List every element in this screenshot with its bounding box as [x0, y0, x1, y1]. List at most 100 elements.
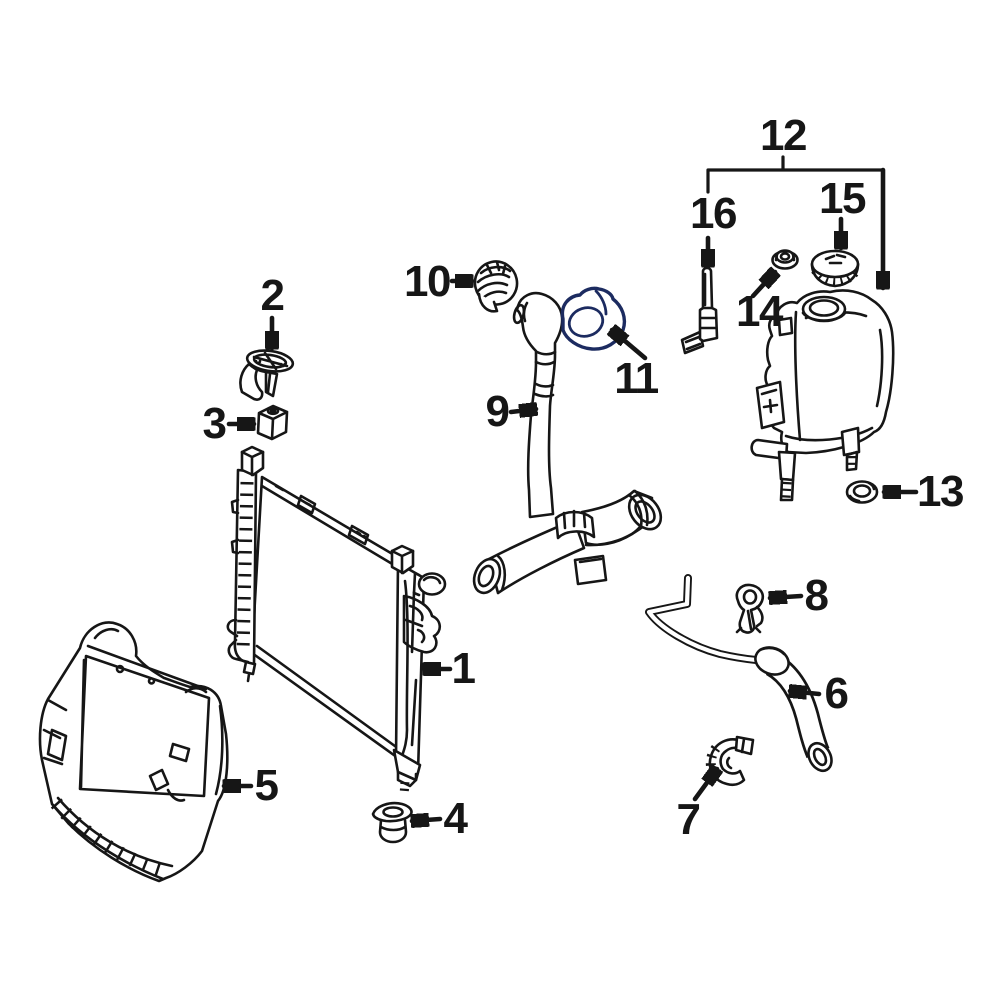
grommet-flange [371, 801, 413, 823]
radiator-bottom-foot-detail [396, 770, 418, 788]
clamp11-band-opening [567, 306, 605, 338]
hose6-end-inner [812, 747, 828, 767]
tank-left-pocket-detail [760, 388, 779, 414]
tank-left-stud-threads [781, 481, 792, 501]
callout-2: 2 [260, 271, 285, 320]
radiator-core [250, 475, 408, 760]
callout-1: 1 [451, 644, 476, 693]
shroud-mid-details [93, 627, 224, 802]
hose9-right-arm-bottom [584, 524, 646, 547]
part-9-radiator-hose [472, 291, 663, 595]
part-12-expansion-tank [750, 289, 895, 502]
radiator-core-edges [255, 484, 406, 751]
sensor-body [698, 266, 719, 343]
callout-10: 10 [404, 257, 451, 306]
callout-12: 12 [760, 111, 807, 160]
part-5-fan-shroud [38, 621, 229, 883]
grommet-body-line [379, 825, 407, 832]
part-14-nut [771, 249, 799, 270]
hose9-left-opening-inner [477, 564, 495, 588]
clip-eye [742, 589, 758, 605]
cap10-skirt [477, 292, 499, 313]
radiator-side-bracket [402, 594, 442, 654]
nut-bore [779, 252, 791, 261]
cap15-top-marks [824, 253, 847, 265]
callout-9: 9 [485, 387, 510, 436]
tank-right-stud [845, 450, 859, 472]
tank-left-leg [777, 450, 797, 482]
part-13-seal-ring [845, 480, 879, 504]
callout-4: 4 [443, 794, 468, 843]
callout-6: 6 [824, 669, 849, 718]
hose9-tube-rings [522, 301, 557, 398]
hose9-tube [515, 291, 564, 519]
shroud-ledge-hatch [50, 798, 168, 879]
nut-facets [774, 250, 796, 262]
part-2-bracket [239, 349, 295, 401]
callout-7-arrow [692, 769, 717, 802]
part-10-cap [473, 260, 519, 313]
part-6-hose [645, 574, 833, 773]
callout-14: 14 [736, 287, 783, 336]
hose9-junction-clamp-ticks [562, 509, 587, 530]
callout-14-arrow [750, 272, 775, 299]
hose9-left-collar [496, 554, 507, 592]
hose9-right-collar [627, 489, 649, 528]
callout-4-arrow [409, 819, 443, 821]
callout-9-arrow [508, 409, 539, 412]
callout-5: 5 [254, 761, 279, 810]
hose9-bottom-tab-line [578, 557, 603, 564]
radiator-left-details [226, 498, 257, 683]
tank-right-leg [840, 426, 861, 457]
callout-11: 11 [614, 354, 659, 403]
hose9-top-mouth [512, 303, 526, 325]
part-3-mount-block [256, 404, 289, 441]
radiator-right-post-edges [390, 549, 415, 575]
radiator-filler-boss-detail [412, 571, 442, 597]
shroud-outline [38, 621, 229, 883]
radiator-left-post-edges [240, 450, 265, 477]
callout-3: 3 [202, 399, 227, 448]
callout-11-arrow [612, 330, 648, 361]
part-4-grommet [371, 801, 413, 844]
part-7-clamp [705, 735, 755, 787]
radiator-bottom-stud [399, 781, 410, 796]
callout-8-arrow [767, 596, 804, 598]
part-15-reservoir-cap [810, 249, 860, 288]
sensor-detail [684, 272, 718, 351]
part-16-sensor [680, 266, 719, 355]
bracket-body [239, 362, 264, 401]
grommet-hole [382, 806, 404, 818]
part-1-radiator [226, 445, 447, 796]
cap15-ribs [811, 267, 860, 287]
part-8-clip [735, 583, 765, 634]
callout-7: 7 [676, 795, 701, 844]
clip-legs [735, 605, 764, 634]
mount-block-faces [256, 404, 289, 441]
bracket-plate-detail [247, 351, 289, 394]
clamp11-tab-line [594, 289, 608, 316]
callout-leaders [221, 155, 919, 821]
ring-shading [848, 481, 876, 503]
callout-6-arrow [787, 691, 822, 694]
callout-12-bracket [706, 155, 885, 194]
shroud-inner-panel [78, 644, 211, 798]
ring-inner [852, 484, 872, 498]
cap10-ribs [476, 260, 512, 301]
clamp7-detail [725, 737, 746, 770]
part-11-hose-clamp-highlighted [560, 286, 627, 351]
hose6-pipe-inner [646, 575, 759, 663]
tank-filler-neck-side [801, 311, 847, 322]
callout-16: 16 [690, 189, 737, 238]
hose6-cuff-line [758, 646, 786, 656]
mount-block-nipple [266, 406, 280, 416]
hose6-body-inner [766, 655, 827, 757]
callout-15: 15 [819, 174, 866, 223]
hose9-left-arm [487, 518, 586, 595]
tank-filler-neck-inner [808, 299, 840, 317]
radiator-right-tank-lines [400, 579, 418, 758]
callout-13: 13 [917, 467, 964, 516]
shroud-left-notches [42, 698, 68, 766]
